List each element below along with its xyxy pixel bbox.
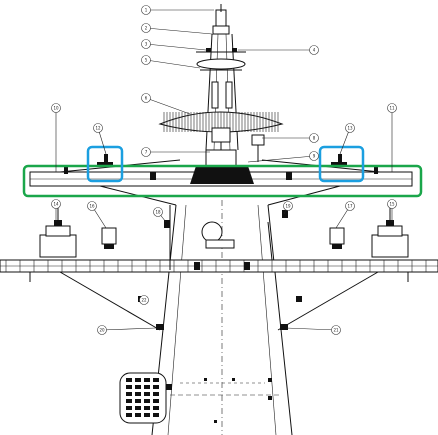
callout-label: 19 xyxy=(285,204,291,209)
yardarm-fitting-right xyxy=(331,154,347,166)
callout-13: 13 xyxy=(339,123,355,155)
callout-20: 20 xyxy=(97,325,157,335)
callout-label: 15 xyxy=(389,202,395,207)
callout-21: 21 xyxy=(285,325,341,335)
yardarm-fitting-left xyxy=(97,154,113,166)
lifebuoy-icon xyxy=(119,372,172,424)
callout-19: 19 xyxy=(283,201,293,215)
callout-3: 3 xyxy=(141,39,207,51)
callout-label: 7 xyxy=(145,150,148,155)
callout-11: 11 xyxy=(387,103,397,172)
lower-mast xyxy=(151,200,293,435)
callout-22: 22 xyxy=(139,295,149,305)
callout-label: 4 xyxy=(313,48,316,53)
callout-label: 21 xyxy=(333,328,339,333)
callout-1: 1 xyxy=(141,5,214,15)
callout-7: 7 xyxy=(141,147,210,157)
fitting-highlight-box-right xyxy=(318,145,365,183)
callout-2: 2 xyxy=(141,23,213,35)
center-fitting xyxy=(164,205,288,270)
yardarm-highlight-box xyxy=(22,164,423,198)
callout-14: 14 xyxy=(51,199,61,222)
callout-label: 5 xyxy=(145,58,148,63)
callout-label: 2 xyxy=(145,26,148,31)
callout-label: 1 xyxy=(145,8,148,13)
lamp-assembly-left xyxy=(39,204,77,258)
callout-9: 9 xyxy=(247,151,319,163)
callout-label: 3 xyxy=(145,42,148,47)
callout-label: 18 xyxy=(155,210,161,215)
callout-label: 9 xyxy=(313,154,316,159)
speaker-right xyxy=(329,227,345,249)
callout-label: 10 xyxy=(53,106,59,111)
callout-18: 18 xyxy=(153,207,167,223)
mast-light-right xyxy=(251,134,265,162)
callout-10: 10 xyxy=(51,103,61,172)
callout-label: 11 xyxy=(389,106,395,111)
callout-17: 17 xyxy=(335,201,355,229)
speaker-left xyxy=(101,227,117,249)
radar-antenna-icon xyxy=(158,111,284,160)
callout-15: 15 xyxy=(387,199,397,222)
callout-5: 5 xyxy=(141,55,201,69)
callout-label: 12 xyxy=(95,126,101,131)
callout-8: 8 xyxy=(262,133,319,143)
lower-platform xyxy=(0,259,438,331)
topmast xyxy=(196,4,246,151)
callout-label: 6 xyxy=(145,96,148,101)
lamp-assembly-right xyxy=(371,204,409,258)
fitting-highlight-box-left xyxy=(86,145,124,183)
callout-label: 14 xyxy=(53,202,59,207)
yardarm xyxy=(29,149,413,206)
callout-label: 13 xyxy=(347,126,353,131)
callout-label: 22 xyxy=(141,298,147,303)
callout-12: 12 xyxy=(93,123,107,155)
callout-label: 17 xyxy=(347,204,353,209)
callout-16: 16 xyxy=(87,201,107,229)
callout-4: 4 xyxy=(238,45,319,55)
callout-label: 20 xyxy=(99,328,105,333)
callout-6: 6 xyxy=(141,93,191,115)
callout-label: 8 xyxy=(313,136,316,141)
callout-label: 16 xyxy=(89,204,95,209)
